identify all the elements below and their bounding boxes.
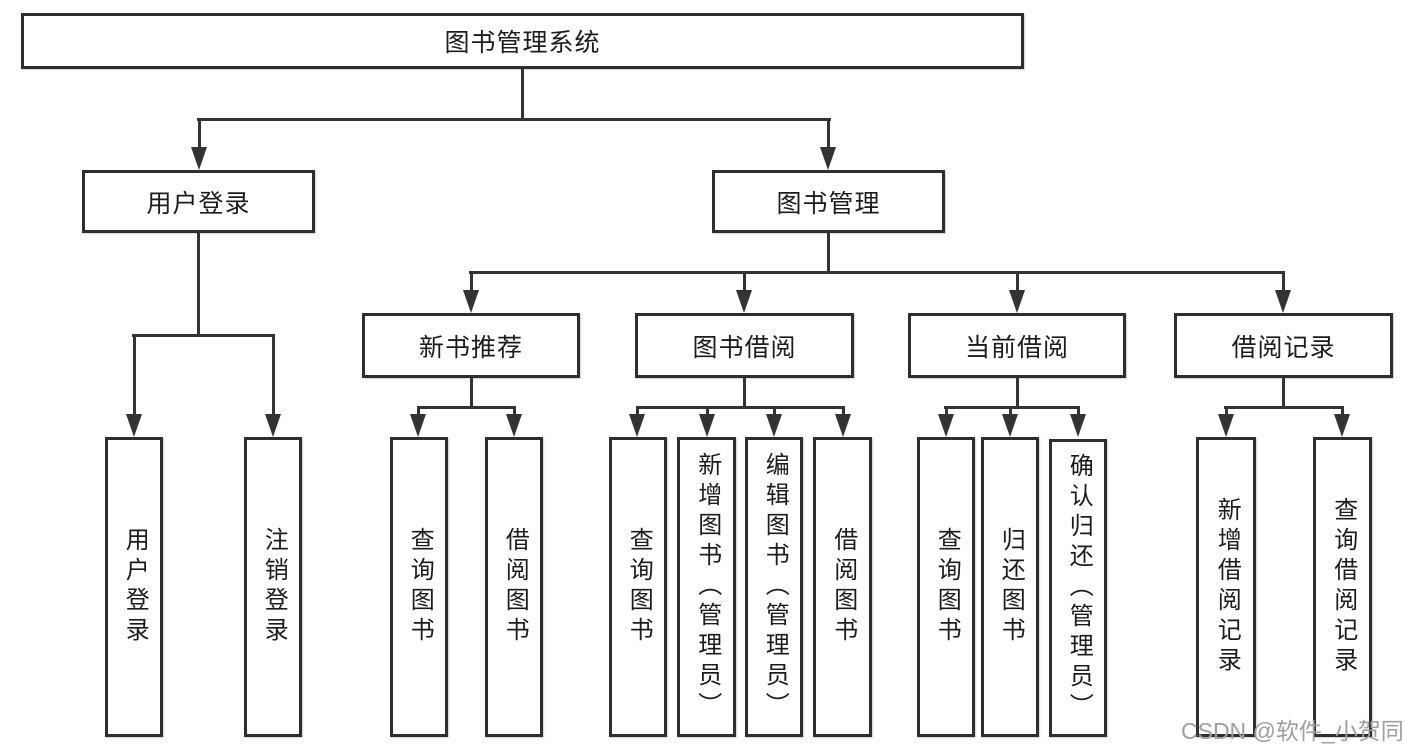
connector-g3-trunk [743,378,746,407]
arrow-g3-edit-books [766,409,782,437]
csdn-watermark: CSDN @软件_小贺同学 [1181,718,1405,744]
arrow-to-borrow-records [1275,274,1291,313]
arrow-to-book-management [820,121,836,170]
connector-g5-branch [1224,406,1344,409]
node-logout-leaf: 注销登录 [244,437,302,737]
node-new-book-recommend: 新书推荐 [362,313,580,378]
node-book-management-group: 图书管理 [712,170,945,233]
arrow-g3-borrow-books [835,409,851,437]
connector-book-mgmt-trunk [827,233,830,272]
connector-book-mgmt-branch [469,271,1285,274]
arrow-to-new-book-recommend [463,274,479,313]
arrow-to-user-login-leaf [126,337,142,437]
arrow-g4-confirm-return [1070,409,1086,437]
connector-g4-trunk [1016,378,1019,407]
node-borrow-query-books: 查询图书 [609,437,667,737]
arrow-g5-add-record [1218,409,1234,437]
node-recommend-query-books: 查询图书 [390,437,448,737]
connector-g4-branch [944,406,1080,409]
arrow-g2-query-books [410,409,426,437]
arrow-to-user-login [191,121,207,170]
arrow-g3-query-books [629,409,645,437]
node-user-login-group: 用户登录 [82,170,315,233]
node-current-query-books: 查询图书 [917,437,975,737]
connector-user-login-branch [132,334,275,337]
connector-root-trunk [521,69,524,119]
arrow-g5-query-record [1334,409,1350,437]
arrow-to-logout-leaf [265,337,281,437]
arrow-g4-query-books [938,409,954,437]
connector-user-login-trunk [197,233,200,335]
connector-g2-trunk [470,378,473,407]
arrow-g3-add-books [699,409,715,437]
arrow-to-book-borrow [736,274,752,313]
connector-root-branch [197,118,831,121]
node-borrow-add-books-admin: 新增图书（管理员） [677,437,736,737]
node-user-login-leaf: 用户登录 [105,437,163,737]
node-recommend-borrow-books: 借阅图书 [485,437,543,737]
node-current-borrow: 当前借阅 [908,313,1126,378]
connector-g5-trunk [1282,378,1285,407]
node-borrow-borrow-books: 借阅图书 [813,437,872,737]
connector-g3-branch [636,406,845,409]
node-current-return-books: 归还图书 [981,437,1039,737]
arrow-g4-return-books [1002,409,1018,437]
node-borrow-edit-books-admin: 编辑图书（管理员） [745,437,803,737]
node-records-add-record: 新增借阅记录 [1196,437,1256,737]
arrow-to-current-borrow [1009,274,1025,313]
connector-g2-branch [417,406,516,409]
node-borrow-records: 借阅记录 [1174,313,1393,378]
node-current-confirm-return-admin: 确认归还（管理员） [1049,439,1107,737]
arrow-g2-borrow-books [506,409,522,437]
node-book-borrow: 图书借阅 [635,313,854,378]
node-library-management-system: 图书管理系统 [21,13,1024,69]
node-records-query-record: 查询借阅记录 [1313,437,1372,737]
